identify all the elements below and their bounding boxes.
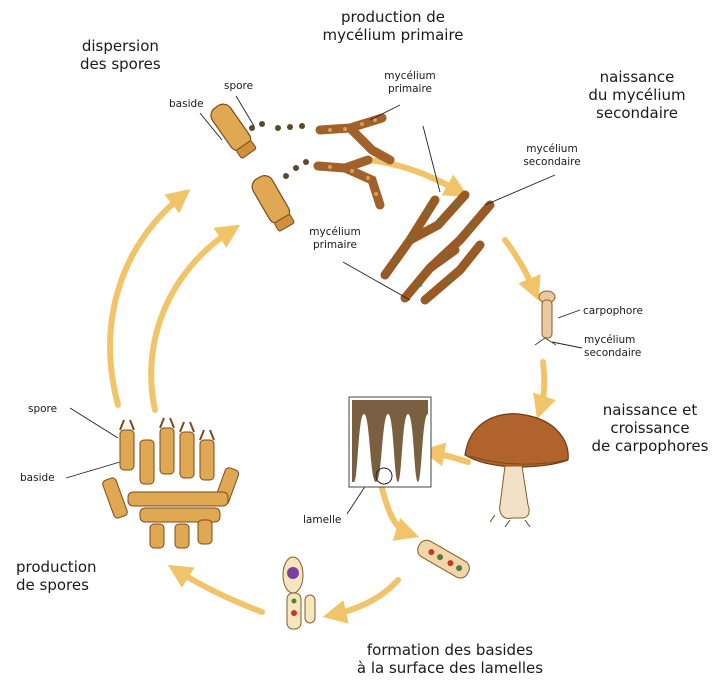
young-carpophore — [535, 291, 556, 345]
spore-production-cluster — [102, 418, 240, 548]
arrow-spores-to-dispersion-outer — [110, 195, 183, 405]
spore-label-top: spore — [224, 80, 253, 93]
baside-label-left: baside — [20, 472, 55, 485]
mushroom-carpophore — [465, 414, 568, 527]
arrow-spores-to-dispersion-inner — [151, 230, 232, 410]
spore-label-left: spore — [28, 403, 57, 416]
arrow-secondary-to-carpophore — [505, 240, 535, 292]
baside-label-top: baside — [169, 98, 204, 111]
arrow-formation-to-spores — [176, 570, 262, 612]
arrow-cap-to-lamelle — [430, 452, 468, 462]
arrow-baside-to-formation — [332, 580, 398, 615]
dispersing-basidia — [207, 101, 309, 233]
arrow-lamelle-to-baside — [382, 488, 410, 534]
lamelle-label: lamelle — [303, 514, 341, 527]
carpophore-label: carpophore — [583, 305, 643, 318]
arrow-primary-to-secondary — [370, 160, 460, 192]
forming-basidia — [283, 537, 472, 629]
arrow-carpophore-to-cap — [540, 362, 544, 410]
lamelle-inset — [349, 397, 431, 487]
secondary-mycelium — [385, 195, 490, 300]
